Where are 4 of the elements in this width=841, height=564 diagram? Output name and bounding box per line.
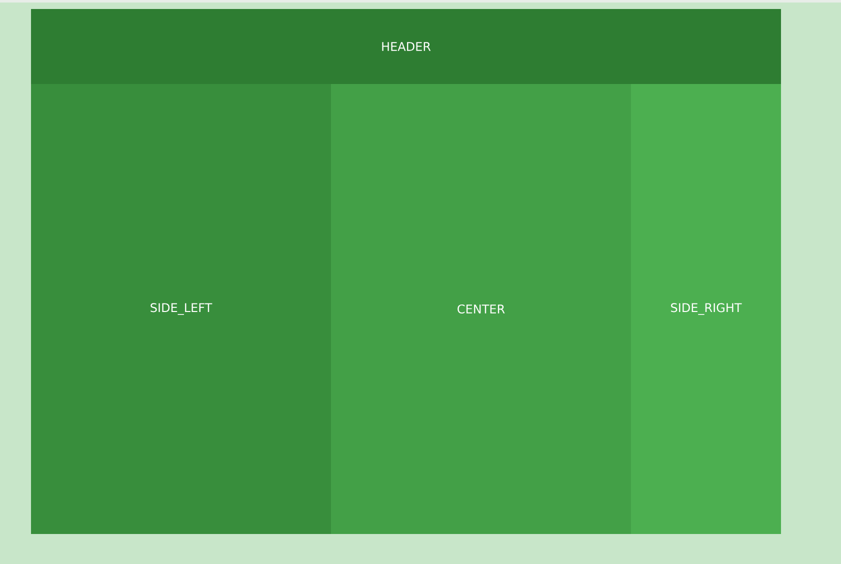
layout-region: SIDE_RIGHT — [631, 84, 781, 534]
layout-region: HEADER — [31, 9, 781, 84]
layout-region: SIDE_LEFT — [31, 84, 331, 534]
layout-region: CENTER — [331, 84, 631, 534]
